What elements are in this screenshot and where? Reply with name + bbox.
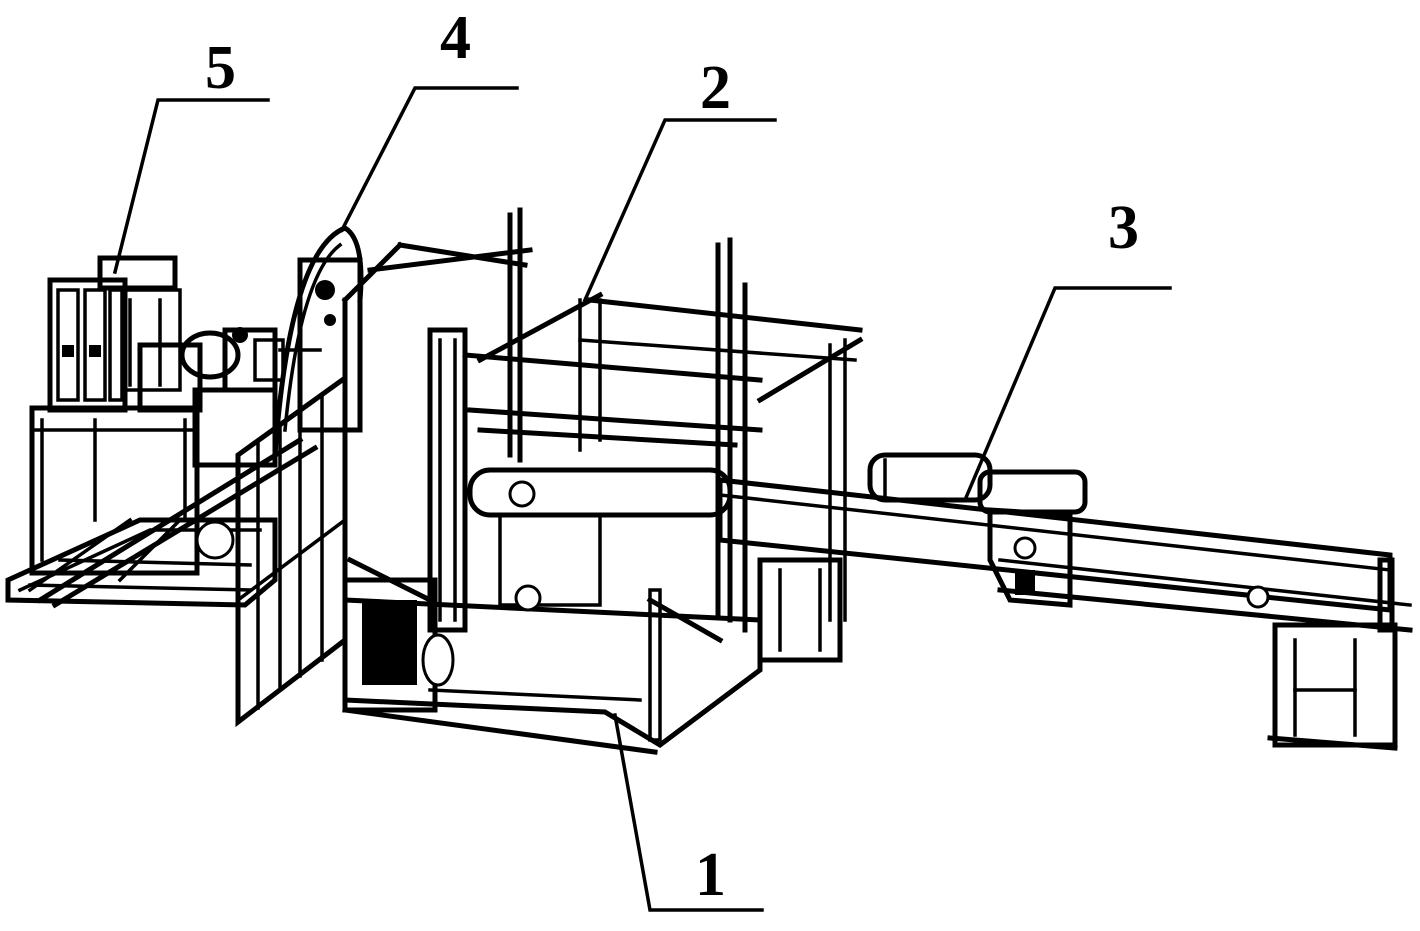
- callout-leaders: [115, 88, 1170, 910]
- right-conveyor: [720, 455, 1410, 748]
- callout-label-3: 3: [1108, 194, 1139, 262]
- callout-label-4: 4: [440, 4, 471, 72]
- callout-label-1: 1: [695, 841, 726, 909]
- callout-label-2: 2: [700, 54, 731, 122]
- central-frame: [345, 210, 860, 752]
- control-cabinet: [50, 258, 180, 410]
- callout-label-5: 5: [205, 34, 236, 102]
